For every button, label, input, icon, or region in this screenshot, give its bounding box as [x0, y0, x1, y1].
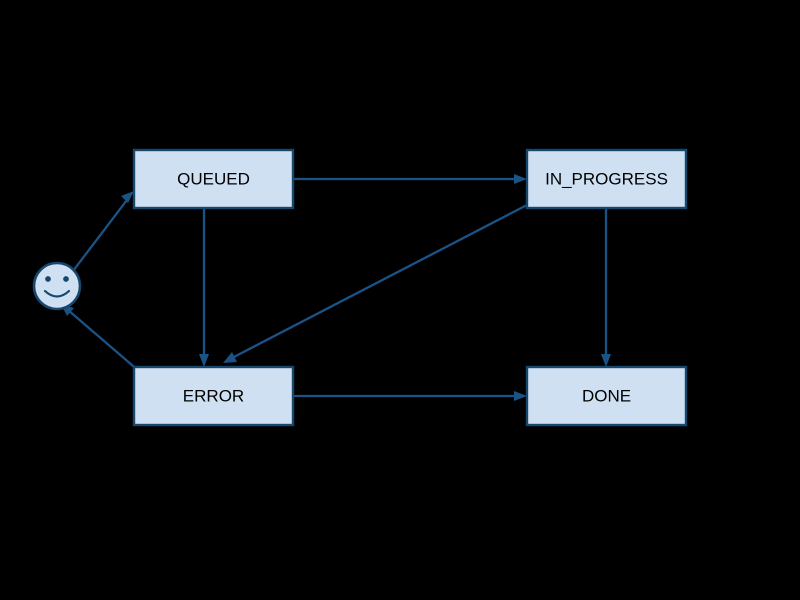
edge-queued-to-in-progress-arrowhead [514, 174, 527, 184]
node-in-progress[interactable]: IN_PROGRESS [525, 148, 688, 210]
smiley-left-eye-icon [45, 276, 51, 282]
node-done-label: DONE [582, 386, 631, 405]
edge-error-to-start-line [67, 309, 141, 373]
edge-error-to-start[interactable] [61, 304, 141, 373]
edge-in-progress-to-done[interactable] [601, 208, 611, 367]
node-error-box [132, 365, 295, 427]
edge-start-to-queued-line [72, 195, 131, 272]
node-queued[interactable]: QUEUED [132, 148, 295, 210]
edge-in-progress-to-error[interactable] [223, 203, 528, 363]
node-queued-box [132, 148, 295, 210]
edge-queued-to-error-arrowhead [199, 354, 209, 367]
edge-queued-to-in-progress[interactable] [293, 174, 527, 184]
node-error-label: ERROR [183, 386, 244, 405]
edge-in-progress-to-error-line [231, 203, 528, 360]
node-error[interactable]: ERROR [132, 365, 295, 427]
node-queued-label: QUEUED [177, 169, 250, 188]
smiley-mouth-icon [43, 289, 71, 298]
start-node[interactable] [32, 261, 82, 311]
node-done-box [525, 365, 688, 427]
edge-queued-to-error[interactable] [199, 208, 209, 367]
edge-start-to-queued[interactable] [72, 191, 134, 272]
edge-in-progress-to-done-arrowhead [601, 354, 611, 367]
edge-in-progress-to-error-arrowhead [223, 352, 237, 363]
smiley-face-icon [32, 261, 82, 311]
edge-start-to-queued-arrowhead [121, 191, 134, 203]
node-done[interactable]: DONE [525, 365, 688, 427]
node-in-progress-label: IN_PROGRESS [545, 169, 668, 188]
node-in-progress-box [525, 148, 688, 210]
smiley-right-eye-icon [63, 276, 69, 282]
edge-error-to-done[interactable] [293, 391, 527, 401]
edge-error-to-done-arrowhead [514, 391, 527, 401]
